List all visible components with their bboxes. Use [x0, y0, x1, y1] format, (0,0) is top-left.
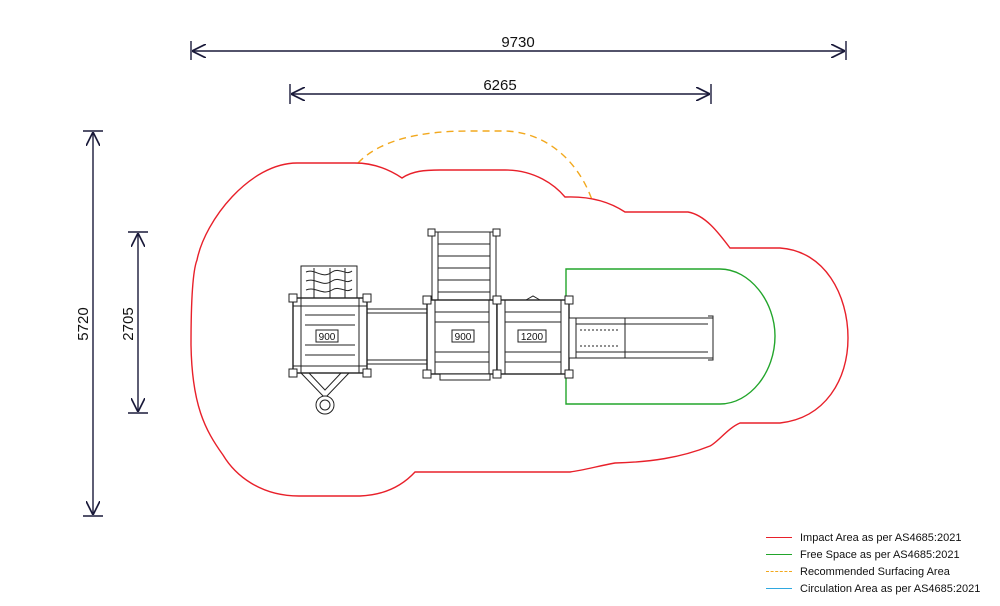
- legend-label: Free Space as per AS4685:2021: [800, 548, 960, 561]
- equipment-depth-label: 2705: [120, 307, 137, 340]
- overall-depth-label: 5720: [75, 307, 92, 340]
- impact-area-swatch: [766, 537, 792, 538]
- legend-item-free-space: Free Space as per AS4685:2021: [766, 546, 998, 563]
- legend-label: Impact Area as per AS4685:2021: [800, 531, 962, 544]
- impact-area-boundary: [190, 162, 849, 497]
- left-deck-height-label: 900: [319, 332, 336, 343]
- middle-deck-height-box: [451, 329, 475, 343]
- left-deck-height-box: [315, 329, 339, 343]
- legend-label: Circulation Area as per AS4685:2021: [800, 582, 981, 595]
- left-tower: [288, 265, 372, 415]
- recommended-surfacing-boundary: [357, 130, 593, 201]
- free-space-boundary: [565, 268, 776, 405]
- overall-width-label: 9730: [501, 34, 534, 51]
- dimension-equipment-width: 6265: [289, 77, 712, 104]
- legend-item-impact-area: Impact Area as per AS4685:2021: [766, 529, 998, 546]
- dimension-overall-depth: 5720: [75, 130, 103, 517]
- legend-label: Recommended Surfacing Area: [800, 565, 950, 578]
- right-tower: [492, 295, 574, 379]
- circulation-area-swatch: [766, 588, 792, 589]
- right-deck-height-box: [517, 329, 547, 343]
- right-deck-height-label: 1200: [521, 332, 544, 343]
- bridge: [367, 308, 427, 365]
- legend: Impact Area as per AS4685:2021 Free Spac…: [766, 529, 998, 597]
- slide: [568, 315, 714, 361]
- equipment-width-label: 6265: [483, 77, 516, 94]
- dimension-overall-width: 9730: [190, 34, 847, 60]
- dimension-equipment-depth: 2705: [120, 231, 148, 414]
- legend-item-circulation-area: Circulation Area as per AS4685:2021: [766, 580, 998, 597]
- recommended-surfacing-swatch: [766, 571, 792, 572]
- free-space-swatch: [766, 554, 792, 555]
- legend-item-recommended-surfacing: Recommended Surfacing Area: [766, 563, 998, 580]
- access-ladder: [427, 228, 501, 301]
- middle-deck-height-label: 900: [455, 332, 472, 343]
